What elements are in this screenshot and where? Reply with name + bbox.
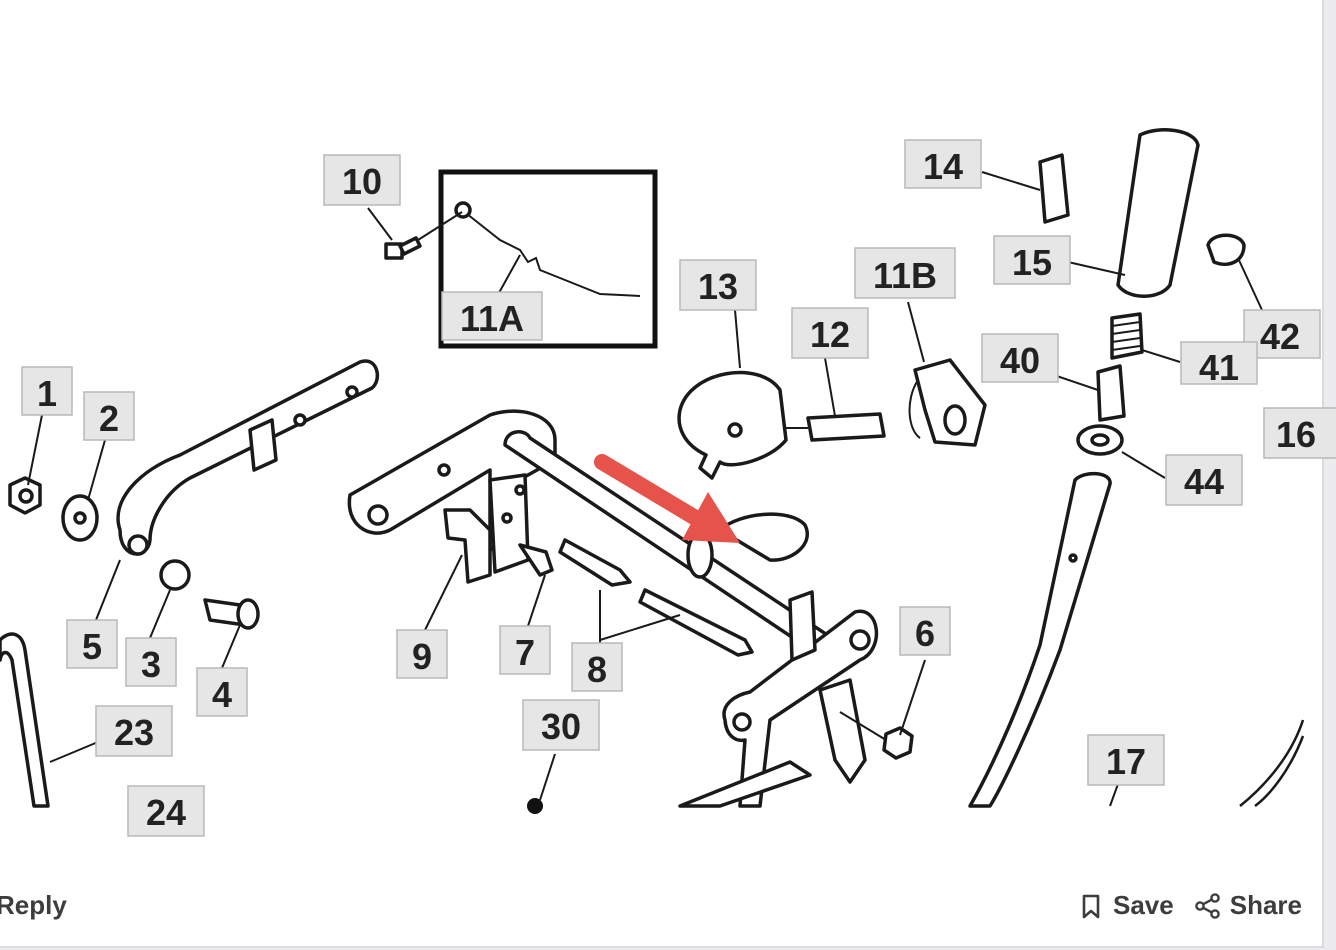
bookmark-icon	[1077, 892, 1105, 920]
label-3: 3	[125, 637, 177, 687]
svg-text:44: 44	[1184, 461, 1224, 502]
clip-11b-drawing	[913, 358, 987, 447]
inset-box	[438, 169, 658, 349]
svg-text:23: 23	[114, 712, 154, 753]
label-30: 30	[522, 699, 600, 751]
svg-text:42: 42	[1260, 316, 1300, 357]
bolt-10-drawing	[384, 211, 463, 260]
label-1: 1	[21, 366, 73, 416]
cap-42-drawing	[1206, 233, 1246, 267]
label-13: 13	[679, 259, 757, 311]
label-11a: 11A	[441, 291, 543, 341]
post-actions: Save Share	[1077, 890, 1302, 921]
lift-arm-bracket	[248, 418, 278, 472]
bolt-8a-drawing	[558, 538, 632, 587]
lift-arm-drawing	[116, 359, 380, 556]
label-40: 40	[981, 333, 1059, 383]
inset-spring-curve	[461, 209, 641, 297]
share-button[interactable]: Share	[1194, 890, 1302, 921]
rod-23-drawing	[0, 632, 50, 808]
save-button[interactable]: Save	[1077, 890, 1174, 921]
svg-text:24: 24	[146, 792, 186, 833]
leader-lines	[27, 171, 1263, 807]
spring-41-drawing	[1110, 312, 1144, 360]
label-17: 17	[1087, 734, 1165, 786]
shaft-clip-drawing	[718, 512, 809, 562]
reply-button[interactable]: Reply	[0, 890, 67, 920]
label-8: 8	[571, 642, 623, 692]
label-2: 2	[83, 391, 135, 441]
bushing-40-drawing	[1096, 364, 1126, 422]
sleeve-14-drawing	[1038, 153, 1070, 224]
svg-text:14: 14	[923, 146, 963, 187]
svg-text:11B: 11B	[873, 255, 937, 296]
svg-text:11A: 11A	[460, 298, 524, 339]
svg-text:10: 10	[342, 161, 382, 202]
right-rod-drawing	[1239, 719, 1305, 807]
label-44: 44	[1165, 454, 1243, 506]
label-14: 14	[904, 139, 982, 189]
label-4: 4	[196, 667, 248, 717]
svg-text:13: 13	[698, 266, 738, 307]
svg-text:2: 2	[99, 398, 119, 439]
label-41: 41	[1180, 341, 1258, 388]
save-label: Save	[1113, 890, 1174, 920]
label-16: 16	[1263, 407, 1336, 459]
label-7: 7	[499, 625, 551, 675]
label-12: 12	[791, 307, 869, 359]
svg-text:7: 7	[515, 632, 535, 673]
svg-text:12: 12	[810, 314, 850, 355]
svg-text:41: 41	[1199, 347, 1239, 388]
spacer-3-drawing	[159, 559, 191, 591]
pin-12-drawing	[806, 412, 886, 442]
label-6: 6	[899, 606, 951, 656]
bolt-7-drawing	[518, 543, 554, 577]
label-10: 10	[323, 154, 401, 206]
lower-bracket-plate	[818, 678, 867, 784]
label-5: 5	[66, 619, 118, 669]
bracket-9-drawing	[443, 508, 492, 584]
nut-6-drawing	[882, 726, 914, 760]
svg-text:16: 16	[1276, 414, 1316, 455]
parts-diagram-image: 1 2 5 3 4 9 7 8 6 10 11A 13 12 11B 14 15…	[0, 128, 1336, 837]
svg-text:15: 15	[1012, 242, 1052, 283]
bolt-8b-drawing	[638, 588, 754, 657]
svg-text:9: 9	[412, 636, 432, 677]
share-icon	[1194, 892, 1222, 920]
lower-bracket-drawing	[722, 609, 878, 808]
share-label: Share	[1229, 890, 1302, 920]
parts-diagram: 1 2 5 3 4 9 7 8 6 10 11A 13 12 11B 14 15…	[0, 128, 1336, 837]
svg-text:6: 6	[915, 613, 935, 654]
label-11b: 11B	[854, 247, 956, 299]
label-15: 15	[993, 235, 1071, 285]
handle-15-drawing	[1116, 128, 1200, 298]
label-23: 23	[95, 705, 173, 757]
svg-text:8: 8	[587, 649, 607, 690]
svg-text:4: 4	[212, 674, 232, 715]
label-24: 24	[127, 785, 205, 837]
svg-text:3: 3	[141, 644, 161, 685]
svg-text:17: 17	[1106, 741, 1146, 782]
post-footer: Reply Save Share	[0, 880, 1322, 932]
svg-text:30: 30	[541, 706, 581, 747]
label-9: 9	[396, 629, 448, 679]
annotation-arrow	[594, 454, 740, 543]
svg-text:1: 1	[37, 373, 57, 414]
svg-text:40: 40	[1000, 340, 1040, 381]
svg-text:5: 5	[82, 626, 102, 667]
